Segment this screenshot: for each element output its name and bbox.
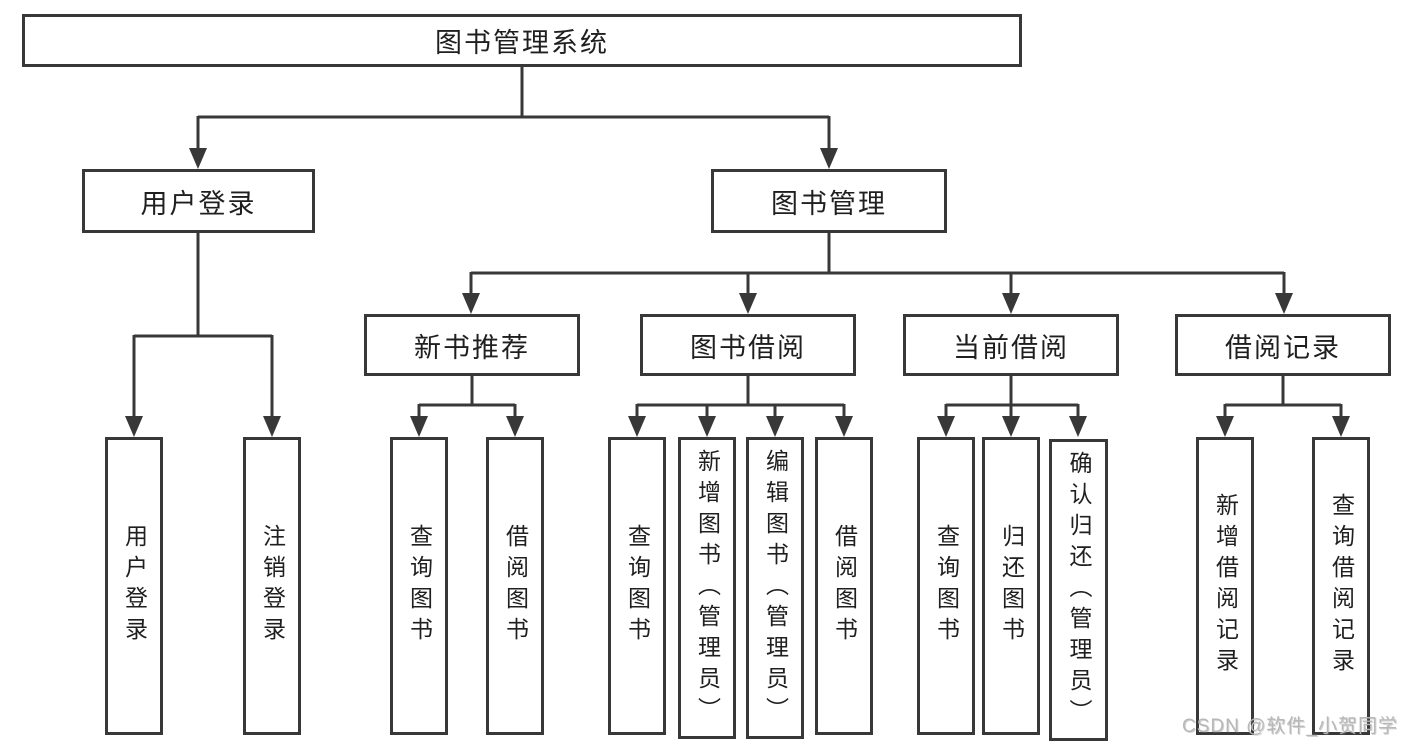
csdn-watermark: CSDN @软件_小贺同学 — [1182, 716, 1398, 737]
connector-borrowing-records-to-leaves — [1216, 375, 1350, 437]
leaf-query-borrow-record-label: 查询借阅记录 — [1328, 493, 1355, 679]
leaf-query-books-recommend: 查询图书 — [390, 437, 448, 735]
node-group-borrowing-records-label: 借阅记录 — [1225, 332, 1341, 363]
leaf-borrow-books-label: 借阅图书 — [831, 524, 858, 648]
leaf-edit-books-admin: 编辑图书（管理员） — [746, 437, 804, 739]
leaf-query-books-current-label: 查询图书 — [933, 524, 960, 648]
leaf-confirm-return-admin: 确认归还（管理员） — [1049, 439, 1108, 741]
connector-book-borrowing-to-leaves — [628, 375, 853, 437]
connector-new-book-recommendation-to-leaves — [410, 375, 524, 437]
node-group-book-borrowing-label: 图书借阅 — [690, 332, 806, 363]
leaf-query-books-recommend-label: 查询图书 — [406, 524, 433, 648]
leaf-add-books-admin-label: 新增图书（管理员） — [694, 448, 721, 728]
leaf-add-books-admin: 新增图书（管理员） — [678, 437, 736, 739]
node-group-new-book-recommendation: 新书推荐 — [364, 314, 580, 376]
node-group-user-login-label: 用户登录 — [140, 188, 257, 219]
leaf-return-books-label: 归还图书 — [998, 524, 1025, 648]
node-root-label: 图书管理系统 — [435, 28, 609, 58]
leaf-return-books: 归还图书 — [982, 437, 1040, 735]
connector-root-to-level2 — [189, 65, 838, 169]
connector-book-management-to-groups — [462, 231, 1293, 314]
leaf-query-books-borrowing-label: 查询图书 — [624, 524, 651, 648]
leaf-user-login-label: 用户登录 — [121, 524, 148, 648]
connector-user-login-to-leaves — [125, 230, 281, 437]
node-group-book-management-label: 图书管理 — [771, 188, 887, 219]
leaf-confirm-return-admin-label: 确认归还（管理员） — [1066, 450, 1092, 730]
leaf-borrow-books-recommend-label: 借阅图书 — [502, 524, 529, 648]
leaf-logout: 注销登录 — [243, 437, 301, 735]
leaf-query-books-current: 查询图书 — [917, 437, 975, 735]
node-group-user-login: 用户登录 — [82, 169, 315, 233]
connector-current-borrowing-to-leaves — [937, 375, 1087, 437]
node-group-current-borrowing-label: 当前借阅 — [953, 332, 1069, 363]
leaf-borrow-books: 借阅图书 — [815, 437, 873, 735]
leaf-query-books-borrowing: 查询图书 — [608, 437, 666, 735]
node-group-current-borrowing: 当前借阅 — [903, 314, 1119, 376]
node-group-new-book-recommendation-label: 新书推荐 — [414, 332, 530, 363]
leaf-edit-books-admin-label: 编辑图书（管理员） — [762, 448, 789, 728]
leaf-logout-label: 注销登录 — [259, 524, 286, 648]
leaf-add-borrow-record-label: 新增借阅记录 — [1212, 493, 1239, 679]
leaf-borrow-books-recommend: 借阅图书 — [486, 437, 544, 735]
leaf-query-borrow-record: 查询借阅记录 — [1312, 437, 1370, 735]
node-group-book-borrowing: 图书借阅 — [640, 314, 856, 376]
leaf-add-borrow-record: 新增借阅记录 — [1196, 437, 1254, 735]
node-root: 图书管理系统 — [22, 14, 1022, 67]
leaf-user-login: 用户登录 — [105, 437, 163, 735]
node-group-borrowing-records: 借阅记录 — [1175, 314, 1391, 376]
node-group-book-management: 图书管理 — [711, 169, 947, 233]
